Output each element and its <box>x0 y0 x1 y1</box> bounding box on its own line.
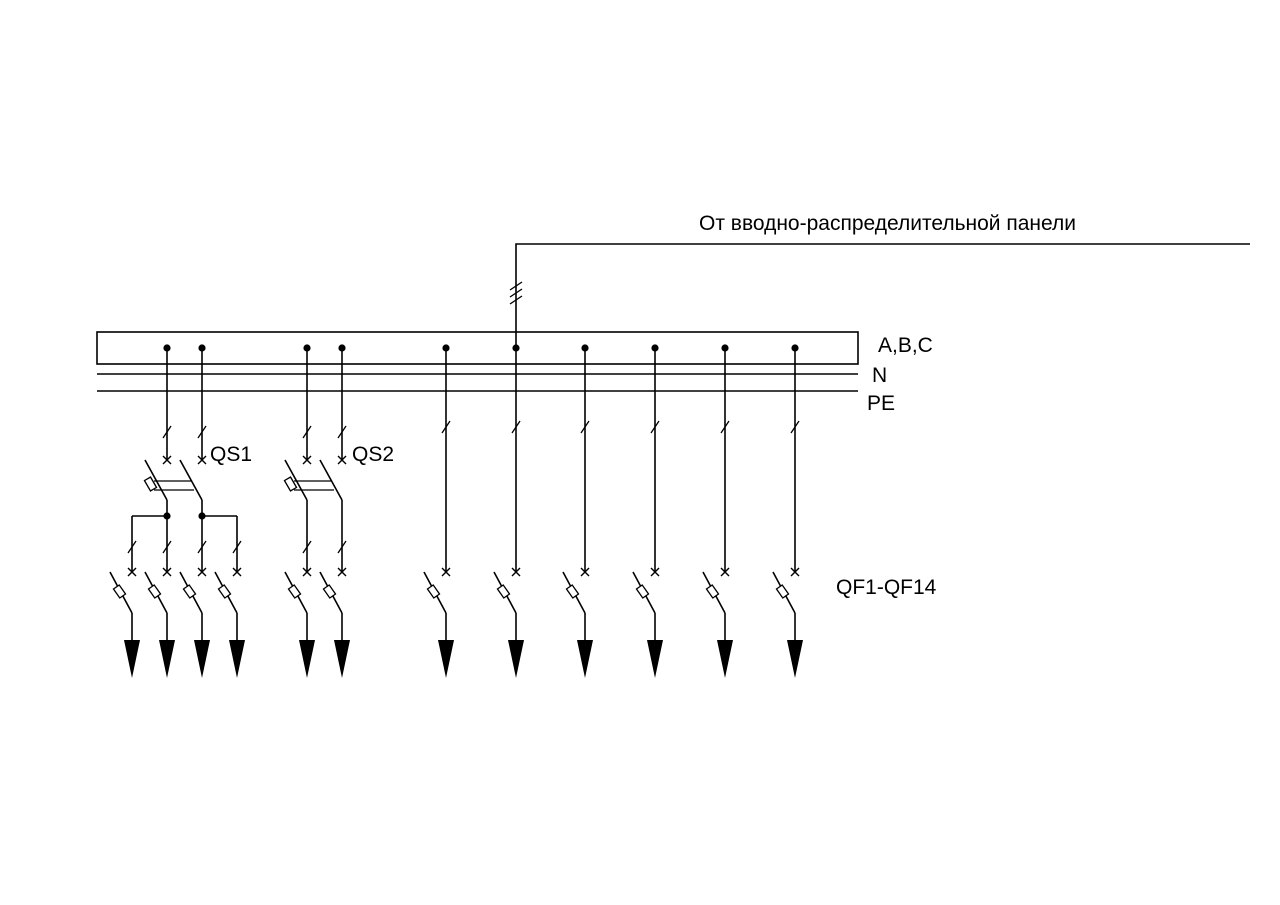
direct-feeder <box>511 344 521 572</box>
outgoing-arrow <box>334 640 350 678</box>
phase-tick <box>302 425 312 439</box>
outgoing-arrow <box>299 640 315 678</box>
load-switch-groups <box>127 344 347 572</box>
direct-feeder <box>650 344 660 572</box>
switch-terminal <box>302 455 312 465</box>
switch-blade <box>144 459 168 501</box>
outgoing-arrow <box>438 640 454 678</box>
breaker-terminal <box>511 567 521 577</box>
load-switch-qs1 <box>127 344 242 572</box>
branch-tick <box>127 540 137 554</box>
incoming-feeder <box>509 243 1250 348</box>
breaker-terminal <box>580 567 590 577</box>
source-label: От вводно-распределительной панели <box>699 212 1076 235</box>
branch-tick <box>232 540 242 554</box>
breaker-qf2 <box>144 567 175 678</box>
breaker-release <box>322 584 337 599</box>
bus-pe-label: PE <box>867 392 895 415</box>
breaker-release <box>635 584 650 599</box>
outgoing-arrow <box>717 640 733 678</box>
switch-blade <box>319 459 343 501</box>
phase-tick <box>337 425 347 439</box>
breaker-release <box>147 584 162 599</box>
breaker-terminal <box>197 567 207 577</box>
outgoing-arrow <box>229 640 245 678</box>
load-switch-qs2 <box>283 344 347 572</box>
outgoing-arrow <box>124 640 140 678</box>
switch-terminal <box>197 455 207 465</box>
outgoing-arrow <box>159 640 175 678</box>
phase-tick <box>720 420 730 434</box>
breaker-terminal <box>441 567 451 577</box>
breaker-release <box>775 584 790 599</box>
bus-phases-label: A,B,C <box>878 334 933 357</box>
switch2-label: QS2 <box>352 443 394 466</box>
direct-feeder <box>790 344 800 572</box>
branch-tick <box>302 540 312 554</box>
breaker-qf10 <box>632 567 663 678</box>
breaker-qf8 <box>493 567 524 678</box>
phase-tick <box>790 420 800 434</box>
phase-tick <box>197 425 207 439</box>
switch-blade <box>179 459 203 501</box>
outgoing-arrow <box>787 640 803 678</box>
branch-tick <box>197 540 207 554</box>
breaker-release <box>426 584 441 599</box>
outgoing-arrow <box>194 640 210 678</box>
branch-tick <box>162 540 172 554</box>
breaker-qf1 <box>109 567 140 678</box>
breaker-terminal <box>127 567 137 577</box>
breaker-release <box>217 584 232 599</box>
phase-tick <box>650 420 660 434</box>
breaker-qf6 <box>319 567 350 678</box>
breaker-terminal <box>232 567 242 577</box>
switch-release <box>283 476 298 492</box>
direct-feeder <box>580 344 590 572</box>
breaker-qf7 <box>423 567 454 678</box>
breaker-group <box>109 344 803 678</box>
switch-terminal <box>337 455 347 465</box>
outgoing-arrow <box>577 640 593 678</box>
bus-neutral-label: N <box>872 364 887 387</box>
breaker-qf9 <box>562 567 593 678</box>
breaker-qf3 <box>179 567 210 678</box>
switch-terminal <box>162 455 172 465</box>
outgoing-arrow <box>508 640 524 678</box>
breaker-release <box>182 584 197 599</box>
switch-release <box>143 476 158 492</box>
phase-tick <box>511 420 521 434</box>
breaker-terminal <box>337 567 347 577</box>
breaker-terminal <box>162 567 172 577</box>
breaker-terminal <box>790 567 800 577</box>
breaker-release <box>496 584 511 599</box>
direct-feeder <box>720 344 730 572</box>
phase-tick <box>441 420 451 434</box>
breaker-release <box>112 584 127 599</box>
breakers-label: QF1-QF14 <box>836 576 937 599</box>
breaker-qf11 <box>702 567 733 678</box>
phase-tick <box>580 420 590 434</box>
breaker-release <box>565 584 580 599</box>
breaker-terminal <box>720 567 730 577</box>
branch-tick <box>337 540 347 554</box>
phase-busbar <box>96 331 859 365</box>
switch-blade <box>284 459 308 501</box>
breaker-qf5 <box>284 567 315 678</box>
breaker-terminal <box>650 567 660 577</box>
breaker-qf12 <box>772 567 803 678</box>
switch1-label: QS1 <box>210 443 252 466</box>
outgoing-arrow <box>647 640 663 678</box>
breaker-qf4 <box>214 567 245 678</box>
phase-tick <box>162 425 172 439</box>
breaker-release <box>705 584 720 599</box>
breaker-release <box>287 584 302 599</box>
breaker-terminal <box>302 567 312 577</box>
direct-feeder <box>441 344 451 572</box>
